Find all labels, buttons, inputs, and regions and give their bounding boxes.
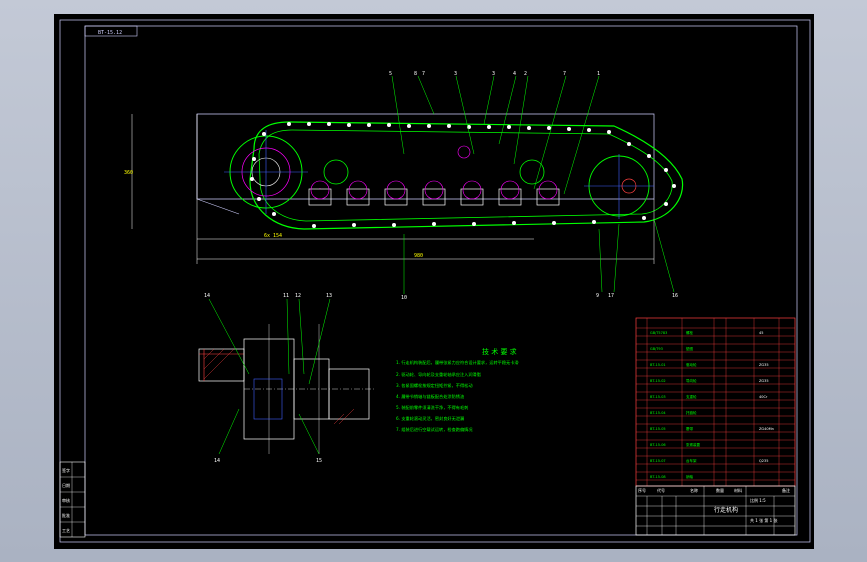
callout-7: 7 [422, 71, 425, 77]
callout-17: 17 [608, 293, 614, 299]
stamp-label-1: 日期 [62, 482, 70, 488]
leader-lines [391, 75, 675, 294]
parts-header-5: 备注 [782, 487, 790, 493]
title-block-sheet: 共 1 张 第 1 张 [750, 517, 777, 523]
callout-4: 4 [513, 71, 516, 77]
svg-text:履带: 履带 [686, 426, 694, 431]
title-block: 行走机构 比例 1:5 共 1 张 第 1 张 [635, 485, 796, 536]
track-chain [249, 121, 684, 230]
parts-header-2: 名称 [690, 487, 698, 493]
technical-requirements: 技 术 要 求 1. 行走机构装配后，履带张紧力应符合设计要求，运转平稳无卡滞 … [396, 347, 519, 433]
stamp-label-0: 签字 [62, 467, 70, 473]
callout-10: 10 [401, 295, 407, 301]
tech-req-title: 技 术 要 求 [482, 347, 517, 356]
callout-3b: 3 [492, 71, 495, 77]
svg-text:40Cr: 40Cr [759, 395, 768, 399]
svg-text:BT-15-03: BT-15-03 [650, 395, 666, 399]
left-stamp-box: 签字 日期 审核 批准 工艺 [59, 461, 86, 538]
svg-text:托链轮: 托链轮 [686, 410, 697, 415]
tech-req-line-3: 3. 各紧固螺栓按规定扭矩拧紧，不得松动 [396, 382, 473, 389]
cad-viewport[interactable]: BT-15.12 [54, 14, 814, 549]
section-callout-14b: 14 [214, 458, 220, 464]
callout-numbers-bottom: 10 9 17 16 [401, 293, 678, 301]
section-callout-11: 11 [283, 293, 289, 299]
callout-3a: 3 [454, 71, 457, 77]
drawing-number: BT-15.12 [98, 30, 122, 36]
svg-text:台车架: 台车架 [686, 458, 697, 463]
svg-text:BT-15-04: BT-15-04 [650, 411, 666, 415]
callout-16: 16 [672, 293, 678, 299]
svg-text:BT-15-07: BT-15-07 [650, 459, 666, 463]
tech-req-line-5: 5. 装配前零件须清洗干净，不得有毛刺 [396, 404, 468, 411]
svg-text:45: 45 [759, 331, 763, 335]
svg-text:驱动轮: 驱动轮 [686, 362, 697, 367]
stamp-label-3: 批准 [62, 512, 70, 518]
callout-numbers-top: 5 8 7 3 3 4 2 7 1 [389, 71, 600, 77]
svg-text:BT-15-08: BT-15-08 [650, 475, 666, 479]
section-callout-14: 14 [204, 293, 210, 299]
svg-text:BT-15-05: BT-15-05 [650, 427, 666, 431]
svg-text:GB/T93: GB/T93 [650, 347, 663, 351]
outer-border [59, 19, 811, 543]
tech-req-line-6: 6. 支重轮滚动灵活，密封良好无泄漏 [396, 415, 464, 422]
title-block-scale: 比例 1:5 [750, 497, 766, 503]
svg-text:螺栓: 螺栓 [686, 330, 694, 335]
svg-text:BT-15-01: BT-15-01 [650, 363, 666, 367]
svg-text:Q235: Q235 [759, 459, 768, 463]
svg-text:ZG35: ZG35 [759, 379, 769, 383]
section-callout-15: 15 [316, 458, 322, 464]
tech-req-line-7: 7. 组装后进行空载试运转，检查跑偏情况 [396, 426, 473, 433]
stamp-label-4: 工艺 [62, 528, 70, 533]
inner-border [84, 25, 798, 536]
svg-text:垫圈: 垫圈 [686, 346, 694, 351]
track-rollers [308, 188, 560, 206]
tech-req-line-4: 4. 履带节销轴与链板配合处涂防锈油 [396, 393, 464, 400]
svg-text:BT-15-06: BT-15-06 [650, 443, 666, 447]
parts-header-4: 材料 [734, 487, 742, 493]
section-callout-12: 12 [295, 293, 301, 299]
cad-drawing: BT-15.12 [59, 19, 811, 543]
track-assembly-view: 360 6x 154 980 5 8 7 3 3 4 2 7 1 10 9 17… [124, 71, 684, 301]
svg-text:GB/T5783: GB/T5783 [650, 331, 667, 335]
drawing-number-box [84, 25, 138, 37]
tech-req-line-2: 2. 驱动轮、导向轮及支重轮轴承应注入润滑脂 [396, 371, 481, 378]
section-view: 14 11 12 13 14 15 [198, 293, 374, 464]
dimension-lines [131, 114, 655, 264]
callout-9: 9 [596, 293, 599, 299]
parts-header-3: 数量 [716, 487, 724, 493]
svg-text:导向轮: 导向轮 [686, 378, 697, 383]
track-shoes [250, 122, 676, 228]
title-block-name: 行走机构 [714, 506, 738, 514]
section-callout-13: 13 [326, 293, 332, 299]
parts-header-0: 序号 [638, 487, 646, 493]
callout-5: 5 [389, 71, 392, 77]
callout-1: 1 [597, 71, 600, 77]
svg-text:360: 360 [124, 170, 133, 176]
callout-8: 8 [414, 71, 417, 77]
svg-text:ZG35: ZG35 [759, 363, 769, 367]
svg-text:支重轮: 支重轮 [686, 394, 697, 399]
parts-header-1: 代号 [657, 487, 665, 493]
svg-text:BT-15-02: BT-15-02 [650, 379, 666, 383]
svg-text:销轴: 销轴 [686, 474, 694, 479]
tech-req-line-1: 1. 行走机构装配后，履带张紧力应符合设计要求，运转平稳无卡滞 [396, 359, 519, 366]
callout-7b: 7 [563, 71, 566, 77]
svg-text:张紧装置: 张紧装置 [686, 442, 700, 447]
callout-2: 2 [524, 71, 527, 77]
parts-list: GB/T5783 螺栓 GB/T93 垫圈 BT-15-01 驱动轮 BT-15-02… [635, 317, 796, 493]
svg-text:6x 154: 6x 154 [264, 233, 282, 239]
svg-text:ZG40Mn: ZG40Mn [759, 427, 774, 431]
svg-text:980: 980 [414, 253, 423, 259]
stamp-label-2: 审核 [62, 497, 70, 503]
